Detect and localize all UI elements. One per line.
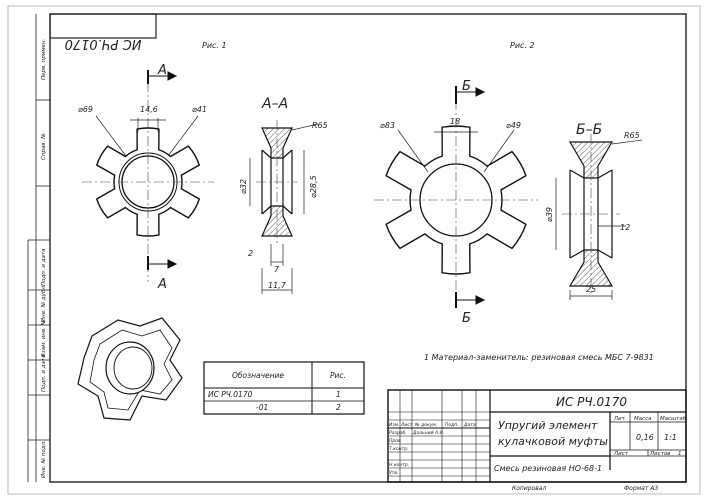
title-material: Смесь резиновая НО-68-1 bbox=[494, 464, 602, 473]
fig1-section-view bbox=[256, 120, 298, 244]
top-doc-code-box: ИС РЧ.0170 bbox=[49, 13, 157, 51]
spec-header-fig: Рис. bbox=[330, 371, 346, 380]
title-col-mass: Масса bbox=[634, 416, 652, 422]
title-row-label-sign: Подп. bbox=[445, 422, 459, 428]
side-label-sign-date-1: Подп. и дата bbox=[41, 248, 47, 286]
material-note: 1 Материал-заменитель: резиновая смесь М… bbox=[424, 353, 654, 362]
title-col-scale: Масштаб bbox=[660, 416, 687, 422]
spec-row-2-fig: 2 bbox=[336, 403, 341, 412]
spec-row-2-designation: -01 bbox=[256, 403, 268, 412]
spec-row-1-fig: 1 bbox=[336, 390, 341, 399]
side-label-sign-date-2: Подп. и дата bbox=[41, 354, 47, 392]
title-row-label-docno: № докум. bbox=[414, 422, 437, 428]
left-side-strip bbox=[27, 14, 50, 482]
fig1-cut-plane-a bbox=[147, 70, 178, 270]
fig2-section-title: Б–Б bbox=[576, 122, 602, 138]
title-role-ncontrol: Н.контр. bbox=[389, 462, 409, 468]
fig1-section-dims bbox=[249, 123, 319, 294]
title-developer: Дальний А.И. bbox=[412, 430, 444, 436]
fig2-cut-letter-top: Б bbox=[462, 79, 471, 94]
spec-table bbox=[203, 361, 365, 415]
title-sheets-count: 1 bbox=[678, 451, 682, 457]
title-row-label-sheet: Лист bbox=[400, 422, 413, 428]
fig2-dim-bore: ⌀39 bbox=[545, 207, 554, 222]
top-doc-code: ИС РЧ.0170 bbox=[65, 36, 142, 51]
title-part-name-2: кулачковой муфты bbox=[498, 435, 608, 448]
title-sheets-label: Листов bbox=[649, 451, 671, 457]
isometric-view bbox=[77, 317, 183, 421]
footer-copied: Копировал bbox=[512, 485, 546, 492]
fig1-label: Рис. 1 bbox=[202, 41, 227, 50]
fig2-dim-outer-dia: ⌀83 bbox=[380, 121, 395, 130]
fig2-dim-width: 18 bbox=[450, 117, 460, 126]
fig2-dim-radius: R65 bbox=[624, 131, 640, 140]
fig1-cut-letter-bottom: А bbox=[157, 277, 167, 292]
title-role-develop: Разраб. bbox=[389, 430, 407, 436]
fig1-cut-letter-top: А bbox=[157, 63, 167, 78]
fig2-front-view bbox=[374, 100, 538, 300]
fig1-dim-bore: ⌀32 bbox=[239, 179, 248, 194]
fig1-dim-radius: R65 bbox=[312, 121, 328, 130]
fig2-cut-letter-bottom: Б bbox=[462, 311, 471, 326]
title-mass: 0,16 bbox=[636, 433, 654, 442]
fig1-section-title: А–А bbox=[261, 96, 288, 112]
fig2-section-dims bbox=[555, 139, 643, 300]
fig1-dim-outer-dia: ⌀69 bbox=[78, 105, 93, 114]
fig2-section-view bbox=[562, 134, 620, 294]
side-label-ref-no: Справ. № bbox=[41, 133, 47, 160]
spec-header-designation: Обозначение bbox=[232, 371, 284, 380]
fig1-dim-thick-inner: 7 bbox=[274, 265, 280, 274]
title-col-lit: Лит. bbox=[613, 416, 627, 422]
fig1-front-view bbox=[82, 82, 214, 282]
title-sheet-label: Лист bbox=[613, 451, 629, 457]
drawing-frame bbox=[49, 13, 687, 483]
title-row-label-change: Изм. bbox=[389, 422, 400, 428]
fig1-dim-width: 14,6 bbox=[140, 105, 158, 114]
fig2-dim-lines bbox=[397, 129, 515, 173]
fig2-dim-thick-inner: 12 bbox=[620, 223, 630, 232]
fig2-dim-thick-outer: 25 bbox=[586, 285, 596, 294]
title-doc-code: ИС РЧ.0170 bbox=[556, 395, 627, 409]
title-block bbox=[387, 389, 687, 483]
footer-format: Формат А3 bbox=[624, 485, 658, 492]
spec-row-1-designation: ИС РЧ.0170 bbox=[208, 390, 253, 399]
fig1-dim-step: 2 bbox=[248, 249, 253, 258]
fig2-dim-inner-dia: ⌀49 bbox=[506, 121, 521, 130]
title-role-tcontrol: Т.контр. bbox=[389, 446, 409, 452]
side-label-orig-inv: Инв. № подл. bbox=[41, 440, 47, 478]
side-label-dup-inv: Инв. № дубл. bbox=[41, 284, 47, 322]
fig1-dim-inner-sec: ⌀28,5 bbox=[309, 175, 318, 198]
title-role-check: Пров. bbox=[389, 438, 402, 444]
fig1-dim-thick-outer: 11,7 bbox=[268, 281, 287, 290]
fig2-label: Рис. 2 bbox=[510, 41, 535, 50]
side-label-replace-inv: Взам. инв. № bbox=[41, 319, 47, 357]
title-part-name-1: Упругий элемент bbox=[498, 419, 598, 432]
title-role-approve: Утв. bbox=[389, 470, 398, 476]
side-label-first-use: Перв. примен. bbox=[41, 38, 47, 80]
fig2-cut-plane-b bbox=[455, 86, 486, 308]
fig1-dim-inner-dia: ⌀41 bbox=[192, 105, 207, 114]
fig1-dim-lines bbox=[95, 115, 199, 157]
title-scale: 1:1 bbox=[664, 433, 677, 442]
title-row-label-date: Дата bbox=[463, 422, 476, 428]
